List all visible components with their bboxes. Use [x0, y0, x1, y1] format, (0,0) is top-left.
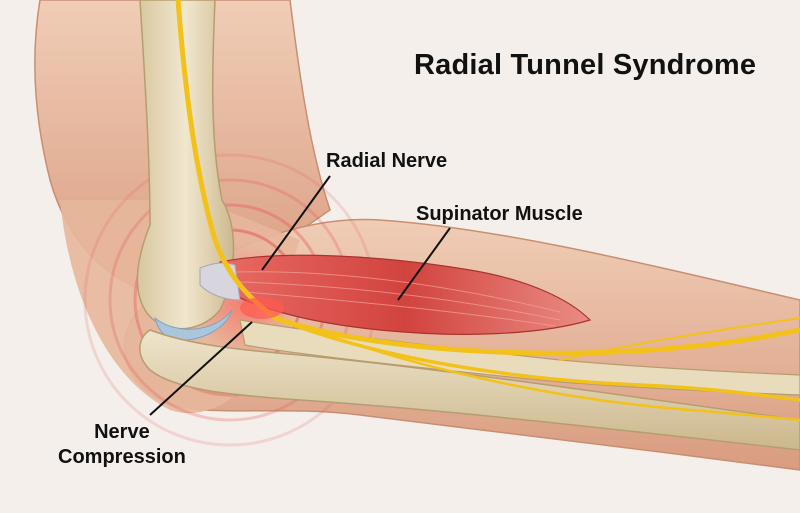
nerve-compression-label-line1: Nerve: [94, 421, 150, 443]
muscle-fibers: [234, 271, 561, 327]
diagram-title: Radial Tunnel Syndrome: [414, 49, 757, 81]
compression-hotspot: [240, 297, 284, 319]
nerve-compression-label: Nerve Compression: [58, 420, 186, 470]
radial-nerve-label: Radial Nerve: [326, 150, 448, 172]
leader-lines: [149, 175, 451, 416]
radial-nerve: [175, 0, 800, 422]
supinator-muscle-label: Supinator Muscle: [416, 203, 583, 225]
radial-nerve-leader-line: [261, 175, 331, 271]
nerve-compression-leader-line: [149, 321, 253, 416]
nerve-compression-label-line2: Compression: [58, 446, 186, 468]
supinator-muscle-leader-line: [397, 227, 451, 301]
